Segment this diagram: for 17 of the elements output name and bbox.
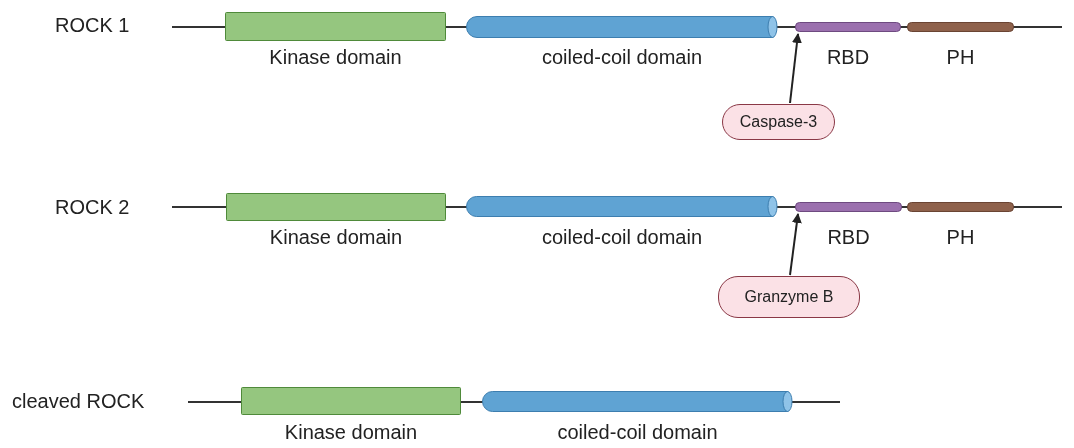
protein-name: cleaved ROCK: [12, 390, 145, 413]
domain-label: PH: [946, 46, 975, 69]
arrow: [789, 33, 802, 104]
domain-label: Kinase domain: [269, 46, 402, 69]
domain-label: RBD: [827, 226, 870, 249]
domain-label: RBD: [826, 46, 870, 69]
domain-label: coiled-coil domain: [541, 46, 703, 69]
domain-label: coiled-coil domain: [541, 226, 703, 249]
domain-label: Kinase domain: [284, 421, 418, 444]
enzyme-pill: Caspase-3: [722, 104, 835, 140]
domain-label: PH: [946, 226, 975, 249]
enzyme-pill: Granzyme B: [718, 276, 860, 318]
domain-label: Kinase domain: [269, 226, 403, 249]
arrow: [789, 213, 802, 276]
protein-name: ROCK 1: [55, 14, 130, 37]
protein-name: ROCK 2: [55, 196, 130, 219]
domain-label: coiled-coil domain: [557, 421, 718, 444]
